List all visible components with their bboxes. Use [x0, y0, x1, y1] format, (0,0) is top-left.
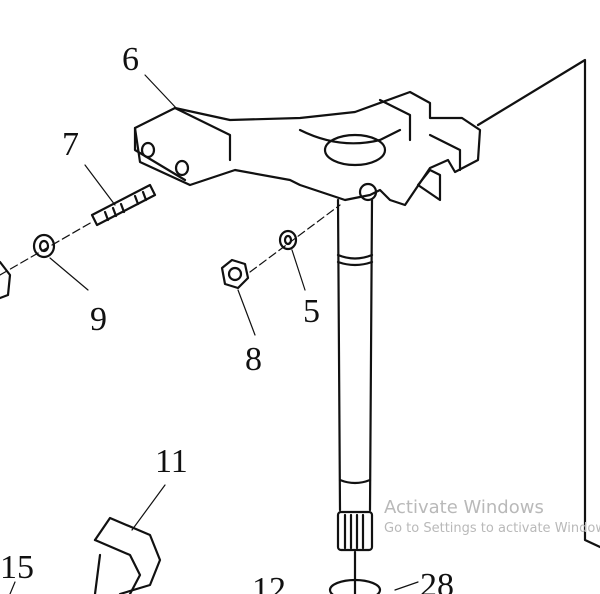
label-12: 12	[252, 571, 286, 594]
label-15: 15	[0, 549, 34, 586]
assembly-lines	[0, 204, 341, 276]
frame-outline	[476, 58, 600, 549]
shaft	[328, 198, 382, 594]
watermark-subtitle: Go to Settings to activate Windows	[384, 521, 600, 536]
label-28: 28	[420, 567, 454, 594]
clip-part-11	[93, 516, 162, 594]
label-5: 5	[303, 293, 320, 330]
stud-part-7	[90, 183, 157, 227]
bracket-part-6	[133, 90, 482, 207]
nut-part-8	[220, 258, 250, 290]
label-6: 6	[122, 41, 139, 78]
part-labels: 6 7 9 5 8 11 15 12 28	[0, 41, 454, 594]
washer-part-5	[278, 229, 298, 251]
leader-lines	[9, 74, 419, 594]
label-8: 8	[245, 341, 262, 378]
watermark-title: Activate Windows	[384, 497, 544, 518]
label-11: 11	[155, 443, 188, 480]
left-partial-part	[0, 260, 12, 300]
washer-part-9	[32, 233, 56, 259]
label-7: 7	[62, 126, 79, 163]
label-9: 9	[90, 301, 107, 338]
